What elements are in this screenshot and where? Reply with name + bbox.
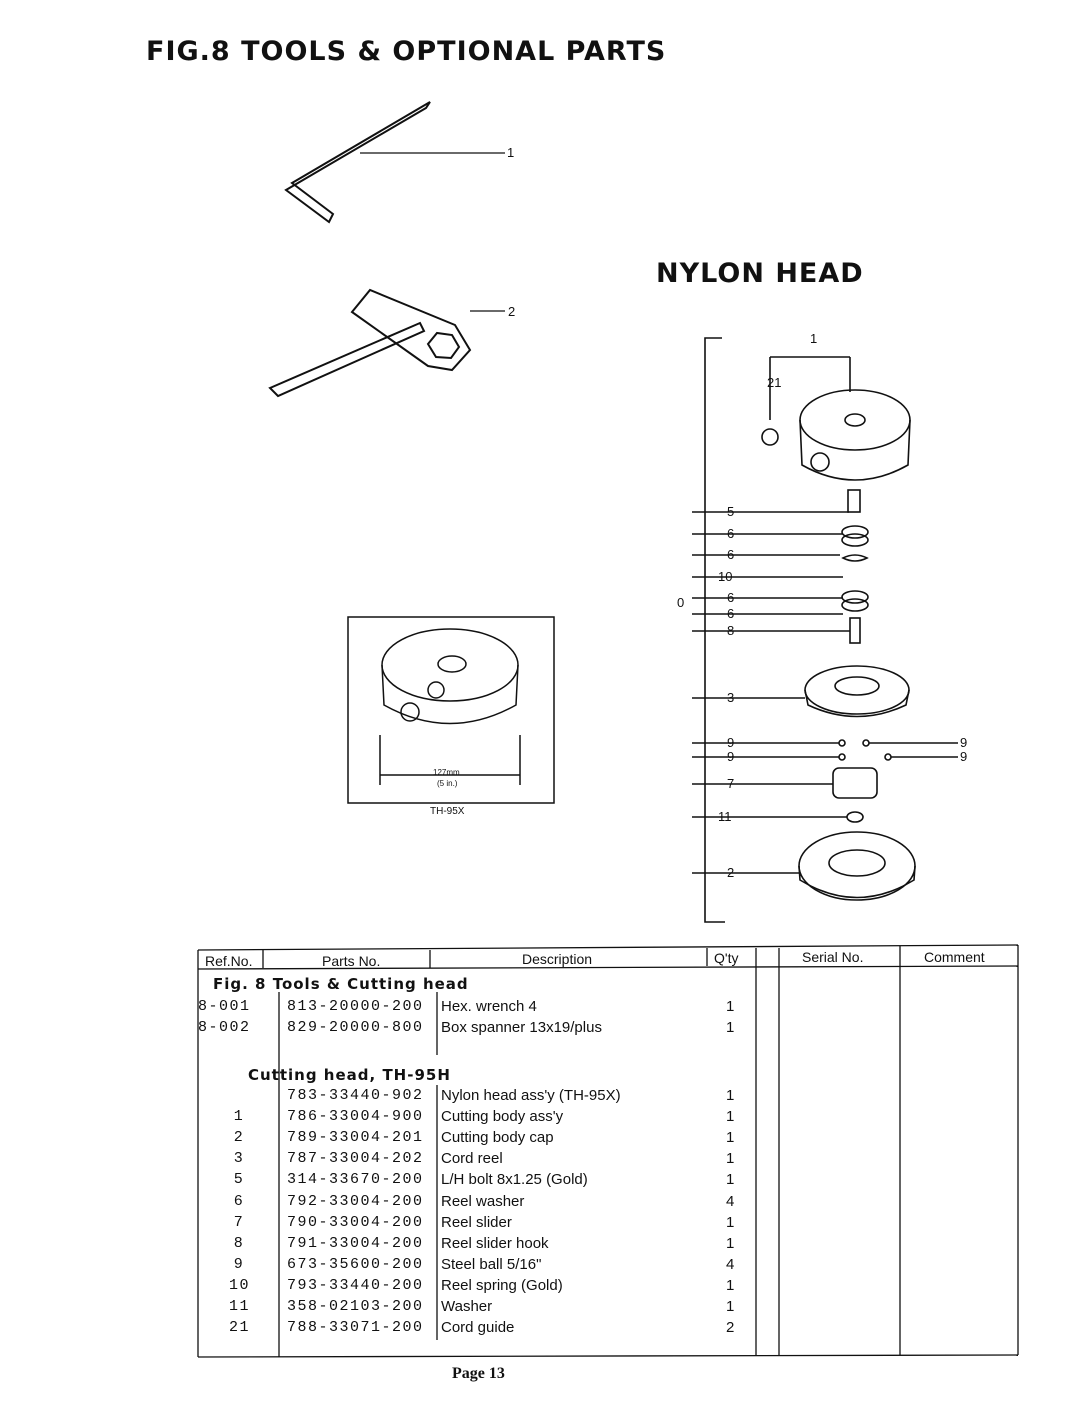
row-ref: 21 — [229, 1319, 251, 1336]
row-part: 790-33004-200 — [287, 1214, 424, 1231]
nh-callout-10: 10 — [718, 569, 733, 584]
row-part: 792-33004-200 — [287, 1193, 424, 1210]
row-part: 791-33004-200 — [287, 1235, 424, 1252]
row-desc: L/H bolt 8x1.25 (Gold) — [441, 1171, 588, 1188]
header-parts-no: Parts No. — [322, 953, 381, 969]
row-qty: 1 — [726, 1235, 735, 1252]
row-desc: Steel ball 5/16" — [441, 1256, 542, 1273]
nh-callout-9a: 9 — [727, 735, 735, 750]
row-desc: Cutting body cap — [441, 1129, 554, 1146]
section-cutting-head: Cutting head, TH-95H — [248, 1066, 451, 1084]
nh-callout-11: 11 — [718, 809, 732, 824]
row1-desc: Hex. wrench 4 — [441, 998, 537, 1015]
row-part: 786-33004-900 — [287, 1108, 424, 1125]
row-ref: 10 — [229, 1277, 251, 1294]
inset-dimension-in: (5 in.) — [437, 779, 458, 788]
row-part: 783-33440-902 — [287, 1087, 424, 1104]
inset-model-label: TH-95X — [430, 806, 465, 817]
callout-2: 2 — [508, 304, 516, 319]
row-part: 788-33071-200 — [287, 1319, 424, 1336]
inset-dimension-mm: 127mm — [433, 768, 460, 777]
row-qty: 1 — [726, 1150, 735, 1167]
header-comment: Comment — [924, 949, 985, 965]
nh-callout-7: 7 — [727, 776, 735, 791]
row-ref: 7 — [233, 1214, 245, 1231]
callout-1: 1 — [507, 145, 515, 160]
parts-table-grid — [197, 944, 1019, 1358]
row-ref: 8 — [233, 1235, 245, 1252]
row-desc: Reel washer — [441, 1193, 525, 1210]
row-part: 314-33670-200 — [287, 1171, 424, 1188]
row-ref: 3 — [233, 1150, 245, 1167]
hex-wrench-illustration — [284, 101, 505, 224]
nh-callout-6a: 6 — [727, 526, 735, 541]
header-qty: Q'ty — [714, 950, 739, 966]
row-desc: Washer — [441, 1298, 493, 1315]
row-ref: 6 — [233, 1193, 245, 1210]
row-qty: 1 — [726, 1129, 735, 1146]
row-qty: 1 — [726, 1108, 735, 1125]
row1-ref: 8-001 — [198, 998, 251, 1015]
row1-part: 813-20000-200 — [287, 998, 424, 1015]
row1-qty: 1 — [726, 998, 735, 1015]
row2-part: 829-20000-800 — [287, 1019, 424, 1036]
nh-callout-8: 8 — [727, 623, 735, 638]
row2-qty: 1 — [726, 1019, 735, 1036]
page-title: FIG.8 TOOLS & OPTIONAL PARTS — [146, 36, 667, 67]
row-ref: 1 — [233, 1108, 245, 1125]
box-spanner-illustration — [268, 288, 505, 398]
header-description: Description — [522, 951, 593, 967]
row-part: 787-33004-202 — [287, 1150, 424, 1167]
row-qty: 1 — [726, 1214, 735, 1231]
row-desc: Cord reel — [441, 1150, 503, 1167]
row-ref: 2 — [233, 1129, 245, 1146]
section-tools: Fig. 8 Tools & Cutting head — [213, 975, 469, 993]
nh-callout-2: 2 — [727, 865, 735, 880]
nh-callout-5: 5 — [727, 504, 735, 519]
header-ref-no: Ref.No. — [205, 953, 253, 969]
row-ref: 5 — [233, 1171, 245, 1188]
row-ref: 9 — [233, 1256, 245, 1273]
row-qty: 1 — [726, 1087, 735, 1104]
nh-callout-1: 1 — [810, 331, 818, 346]
nh-callout-3: 3 — [727, 690, 735, 705]
nh-callout-9b: 9 — [727, 749, 735, 764]
row-ref: 11 — [229, 1298, 251, 1315]
row-part: 789-33004-201 — [287, 1129, 424, 1146]
row-qty: 4 — [726, 1193, 735, 1210]
row-desc: Cord guide — [441, 1319, 515, 1336]
row2-ref: 8-002 — [198, 1019, 251, 1036]
nh-callout-6b: 6 — [727, 547, 735, 562]
row-desc: Cutting body ass'y — [441, 1108, 564, 1125]
th95x-inset — [347, 616, 555, 804]
page-number: Page 13 — [452, 1365, 505, 1382]
nylon-head-title: NYLON HEAD — [656, 258, 864, 289]
nh-callout-9c: 9 — [960, 735, 968, 750]
nh-callout-9d: 9 — [960, 749, 968, 764]
row-desc: Reel slider hook — [441, 1235, 549, 1252]
nylon-head-illustration — [692, 337, 958, 923]
row-desc: Reel spring (Gold) — [441, 1277, 563, 1294]
row-part: 793-33440-200 — [287, 1277, 424, 1294]
row-qty: 1 — [726, 1171, 735, 1188]
nh-callout-21: 21 — [767, 375, 782, 390]
row-qty: 2 — [726, 1319, 735, 1336]
nh-callout-6d: 6 — [727, 606, 735, 621]
row-part: 673-35600-200 — [287, 1256, 424, 1273]
row-qty: 4 — [726, 1256, 735, 1273]
row-qty: 1 — [726, 1298, 735, 1315]
row-part: 358-02103-200 — [287, 1298, 424, 1315]
row-desc: Reel slider — [441, 1214, 512, 1231]
nh-callout-6c: 6 — [727, 590, 735, 605]
header-serial-no: Serial No. — [802, 949, 864, 965]
nh-callout-0: 0 — [677, 595, 685, 610]
row-qty: 1 — [726, 1277, 735, 1294]
row-desc: Nylon head ass'y (TH-95X) — [441, 1087, 621, 1104]
row2-desc: Box spanner 13x19/plus — [441, 1019, 602, 1036]
